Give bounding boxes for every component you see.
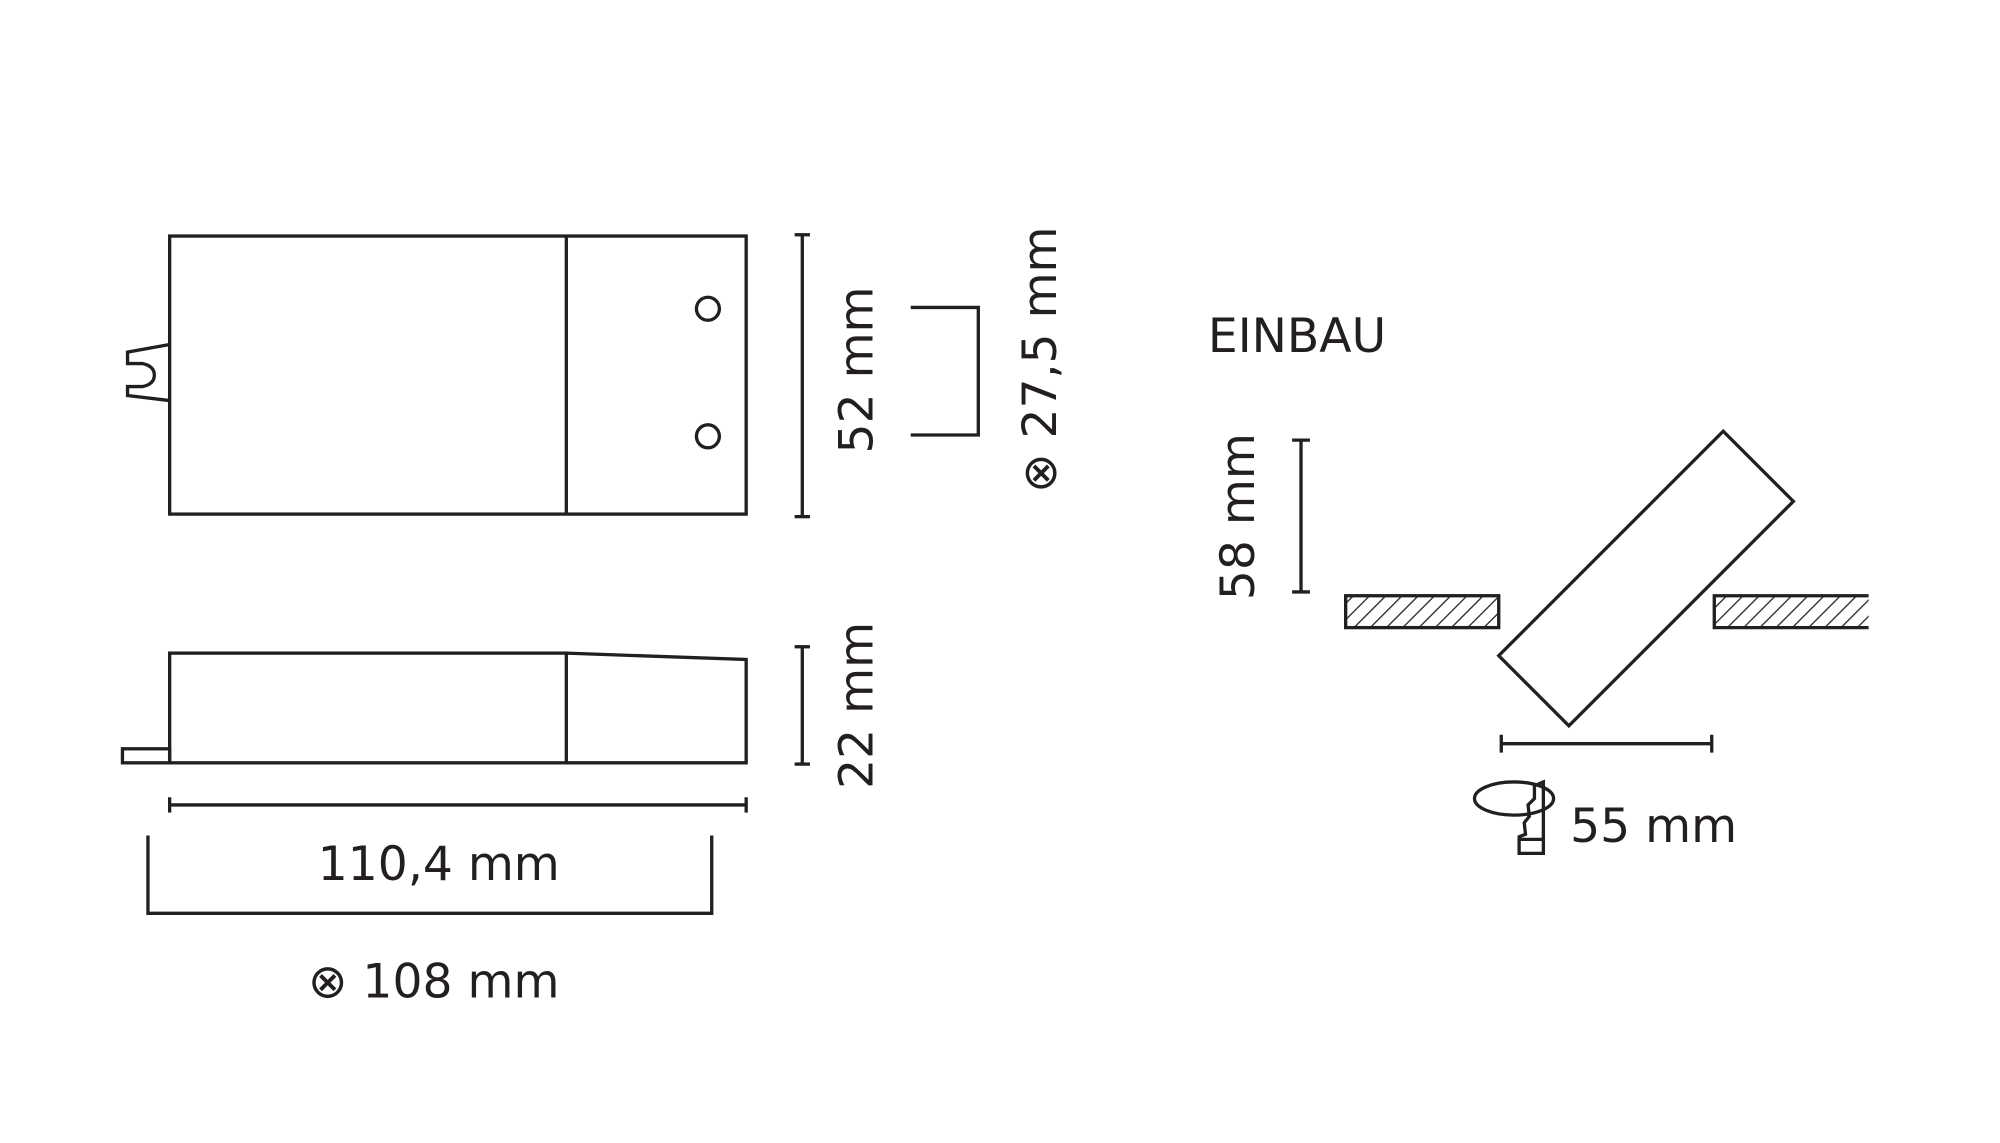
cutout-label: 55 mm [1570,799,1737,854]
dimension-cutout: 55 mm [1472,734,1737,856]
top-view [125,234,748,516]
install-depth-label: 58 mm [1211,433,1266,600]
dimension-install-depth: 58 mm [1211,433,1310,600]
dimension-mount-spacing: ⊗ 108 mm [146,835,714,1010]
side-view [120,651,748,765]
dimension-length: 110,4 mm [167,797,748,892]
section-title: EINBAU [1208,309,1386,364]
hole-saw-icon [1472,779,1556,856]
mounting-hole [694,423,722,450]
cable-clamp [125,342,170,403]
mount-spacing-label: ⊗ 108 mm [308,955,560,1010]
ceiling-section [1344,594,1869,630]
height-top-label: 52 mm [829,286,884,453]
mounting-hole [694,295,722,322]
dimension-hole-spacing: ⊗ 27,5 mm [910,226,1068,493]
hole-spacing-label: ⊗ 27,5 mm [1013,226,1068,493]
dimension-height-top: 52 mm [794,233,884,519]
dimension-height-side: 22 mm [794,622,884,789]
length-label: 110,4 mm [318,837,560,892]
height-side-label: 22 mm [829,622,884,789]
driver-tilted [1496,428,1796,729]
